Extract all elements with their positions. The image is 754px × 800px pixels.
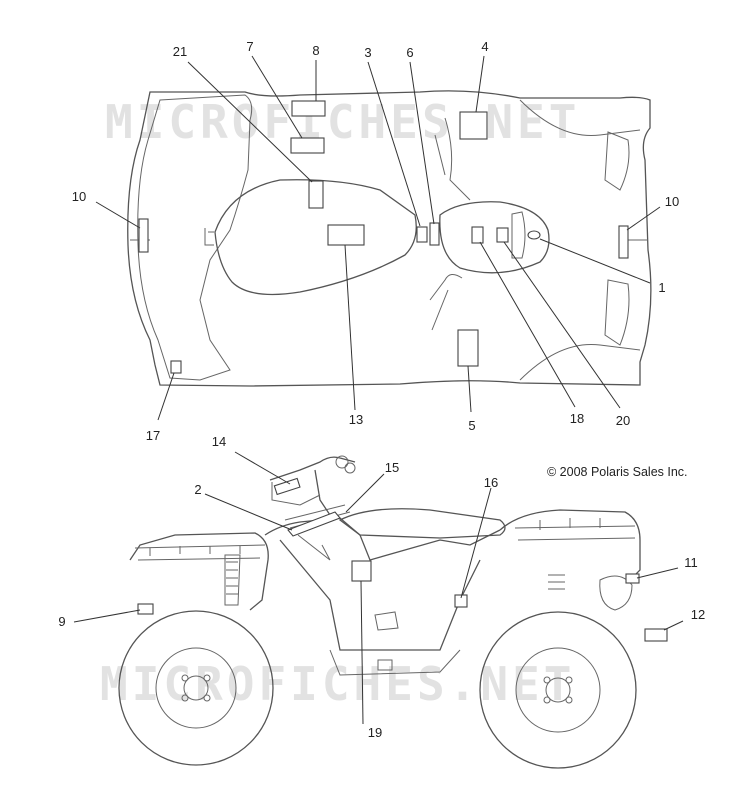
callout-4: 4 xyxy=(481,39,488,54)
decal-1 xyxy=(527,230,541,240)
decal-10-rear xyxy=(138,218,149,253)
callout-21: 21 xyxy=(173,44,187,59)
callout-14: 14 xyxy=(212,434,226,449)
decal-19 xyxy=(351,560,372,582)
decal-11 xyxy=(625,573,640,584)
decal-4 xyxy=(459,111,488,140)
callout-2: 2 xyxy=(194,482,201,497)
decal-18 xyxy=(471,226,484,244)
decal-10-front xyxy=(618,225,629,259)
callout-20: 20 xyxy=(616,413,630,428)
top-view-decals xyxy=(138,100,629,374)
decal-8 xyxy=(291,100,326,117)
decal-21 xyxy=(308,180,324,209)
callout-18: 18 xyxy=(570,411,584,426)
decal-9 xyxy=(137,603,154,615)
decal-16 xyxy=(454,594,468,608)
watermark-top: MICROFICHES.NET xyxy=(105,95,580,149)
decal-2 xyxy=(287,511,341,537)
decal-20 xyxy=(496,227,509,243)
callout-17: 17 xyxy=(146,428,160,443)
callout-15: 15 xyxy=(385,460,399,475)
decal-12 xyxy=(644,628,668,642)
callout-19: 19 xyxy=(368,725,382,740)
callout-1: 1 xyxy=(658,280,665,295)
callout-13: 13 xyxy=(349,412,363,427)
watermark-bottom: MICROFICHES.NET xyxy=(100,657,575,711)
decal-5 xyxy=(457,329,479,367)
decal-17 xyxy=(170,360,182,374)
callout-8: 8 xyxy=(312,43,319,58)
callout-9: 9 xyxy=(58,614,65,629)
side-view-leaders xyxy=(73,451,684,725)
decal-14 xyxy=(273,477,301,496)
side-view-vehicle xyxy=(118,455,641,769)
callout-11: 11 xyxy=(684,555,698,570)
callout-7: 7 xyxy=(246,39,253,54)
callout-12: 12 xyxy=(691,607,705,622)
callout-5: 5 xyxy=(468,418,475,433)
top-view-leaders xyxy=(95,55,661,421)
callout-3: 3 xyxy=(364,45,371,60)
callout-10-rear: 10 xyxy=(72,189,86,204)
decal-7 xyxy=(290,137,325,154)
side-view-decals xyxy=(137,477,668,642)
decal-3 xyxy=(416,226,428,243)
callout-10-front: 10 xyxy=(665,194,679,209)
decal-6 xyxy=(429,222,440,246)
copyright-text: © 2008 Polaris Sales Inc. xyxy=(547,465,688,479)
decal-13 xyxy=(327,224,365,246)
callout-16: 16 xyxy=(484,475,498,490)
callout-6: 6 xyxy=(406,45,413,60)
